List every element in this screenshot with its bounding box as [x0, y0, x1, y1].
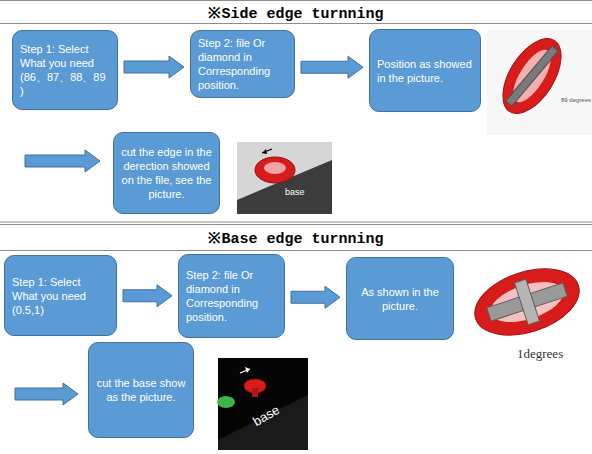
step-text: Position as showed in the picture. [377, 57, 473, 85]
picture-label: 89 degrees [561, 97, 591, 103]
step-text: Step 1: Select What you need (0.5,1) [12, 275, 109, 317]
caliper-opening [506, 44, 558, 108]
caliper-body [466, 257, 587, 347]
caliper-opening [264, 162, 286, 174]
step-text: cut the edge in the derection showed on … [121, 145, 212, 201]
flow-arrow [301, 56, 363, 78]
process-box: cut the base show as the picture. [88, 342, 194, 438]
caliper-stem [252, 388, 258, 397]
caliper-body [491, 29, 573, 124]
caliper-part [491, 29, 573, 124]
section-title: ※Base edge turnning [0, 227, 592, 248]
picture-label: base [285, 187, 305, 197]
process-box: Step 1: Select What you need (0.5,1) [4, 255, 117, 336]
flow-arrow [123, 285, 172, 307]
picture-label: 1degrees [517, 346, 563, 362]
process-box: cut the edge in the derection showed on … [113, 132, 220, 214]
caliper-part [255, 157, 295, 183]
process-box: Position as showed in the picture. [369, 29, 481, 112]
direction-arrowhead [262, 149, 267, 154]
green-part [217, 396, 235, 408]
direction-arrowhead [245, 367, 250, 373]
process-box: As shown in the picture. [346, 257, 454, 340]
caliper-part [466, 257, 587, 347]
section-header: ※Base edge turnning [0, 224, 592, 251]
section-header: ※Side edge turnning [0, 0, 592, 24]
step-text: cut the base show as the picture. [96, 376, 186, 404]
flow-arrow [291, 286, 340, 308]
direction-arrow [262, 149, 272, 153]
photo-background [218, 358, 308, 450]
caliper-opening [486, 274, 569, 330]
flow-arrow [25, 150, 100, 172]
process-box: Step 2: file Or diamond in Corresponding… [178, 254, 285, 338]
step-text: Step 1: Select What you need (86、87、88、8… [20, 42, 110, 98]
photo-background [237, 142, 332, 214]
file-surface [218, 395, 308, 450]
section-divider [0, 222, 592, 223]
section-title: ※Side edge turnning [0, 2, 592, 23]
flow-arrow [124, 56, 184, 78]
step-text: As shown in the picture. [354, 285, 446, 313]
step-text: Step 2: file Or diamond in Corresponding… [198, 36, 287, 92]
file-surface [237, 142, 332, 200]
process-box: Step 2: file Or diamond in Corresponding… [190, 30, 295, 98]
file-tool [506, 46, 558, 106]
step-text: Step 2: file Or diamond in Corresponding… [186, 268, 277, 324]
flow-arrow [15, 383, 78, 405]
file-tool [514, 279, 539, 325]
process-box: Step 1: Select What you need (86、87、88、8… [12, 30, 118, 110]
